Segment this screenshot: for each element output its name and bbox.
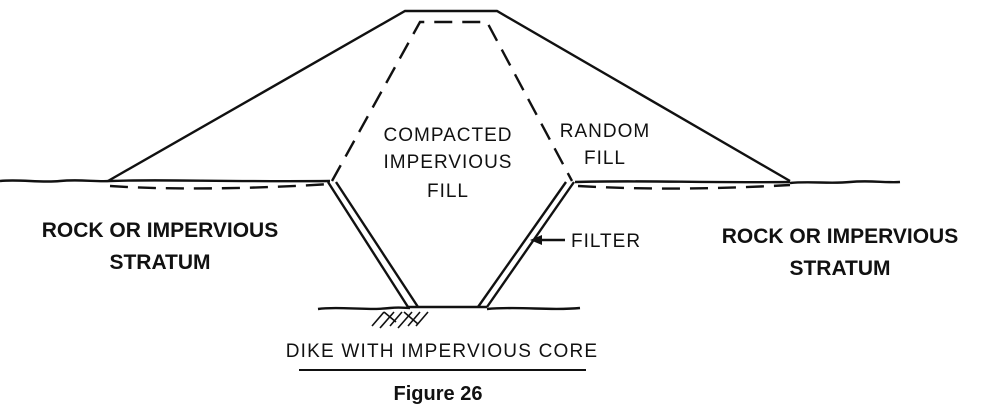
core-outline [330,20,574,182]
cutoff-wall-left-outer [326,181,410,308]
core-label-line-1: COMPACTED [384,125,513,146]
left-stratum-label-line-1: ROCK OR IMPERVIOUS [42,219,278,242]
embankment-outline [107,9,791,183]
bedrock-line-left [317,306,411,311]
ground-under-dike-right [574,180,791,184]
left-stratum-label-line-2: STRATUM [109,251,210,274]
ground-line-left [0,179,111,183]
filter-label: FILTER [571,231,641,252]
rock-hatch [371,311,429,329]
core-label-line-2: IMPERVIOUS [384,152,513,173]
cutoff-wall-right-outer [486,181,575,308]
figure-label: Figure 26 [394,383,483,405]
bedrock-line-right [486,306,581,311]
caption: DIKE WITH IMPERVIOUS CORE [286,341,599,362]
cutoff-wall-left-inner [334,181,420,308]
random-fill-label-line-1: RANDOM [560,121,650,142]
ground-line-right [789,180,901,185]
right-stratum-label-line-2: STRATUM [789,257,890,280]
filter-arrowhead [530,235,542,245]
core-label-line-3: FILL [427,181,469,202]
random-fill-label-line-2: FILL [584,148,626,169]
cutoff-wall-right-inner [477,181,567,308]
ground-under-dike-left [109,179,331,183]
stripping-line-left [109,182,331,190]
right-stratum-label-line-1: ROCK OR IMPERVIOUS [722,225,958,248]
stripping-line-right [577,183,791,190]
